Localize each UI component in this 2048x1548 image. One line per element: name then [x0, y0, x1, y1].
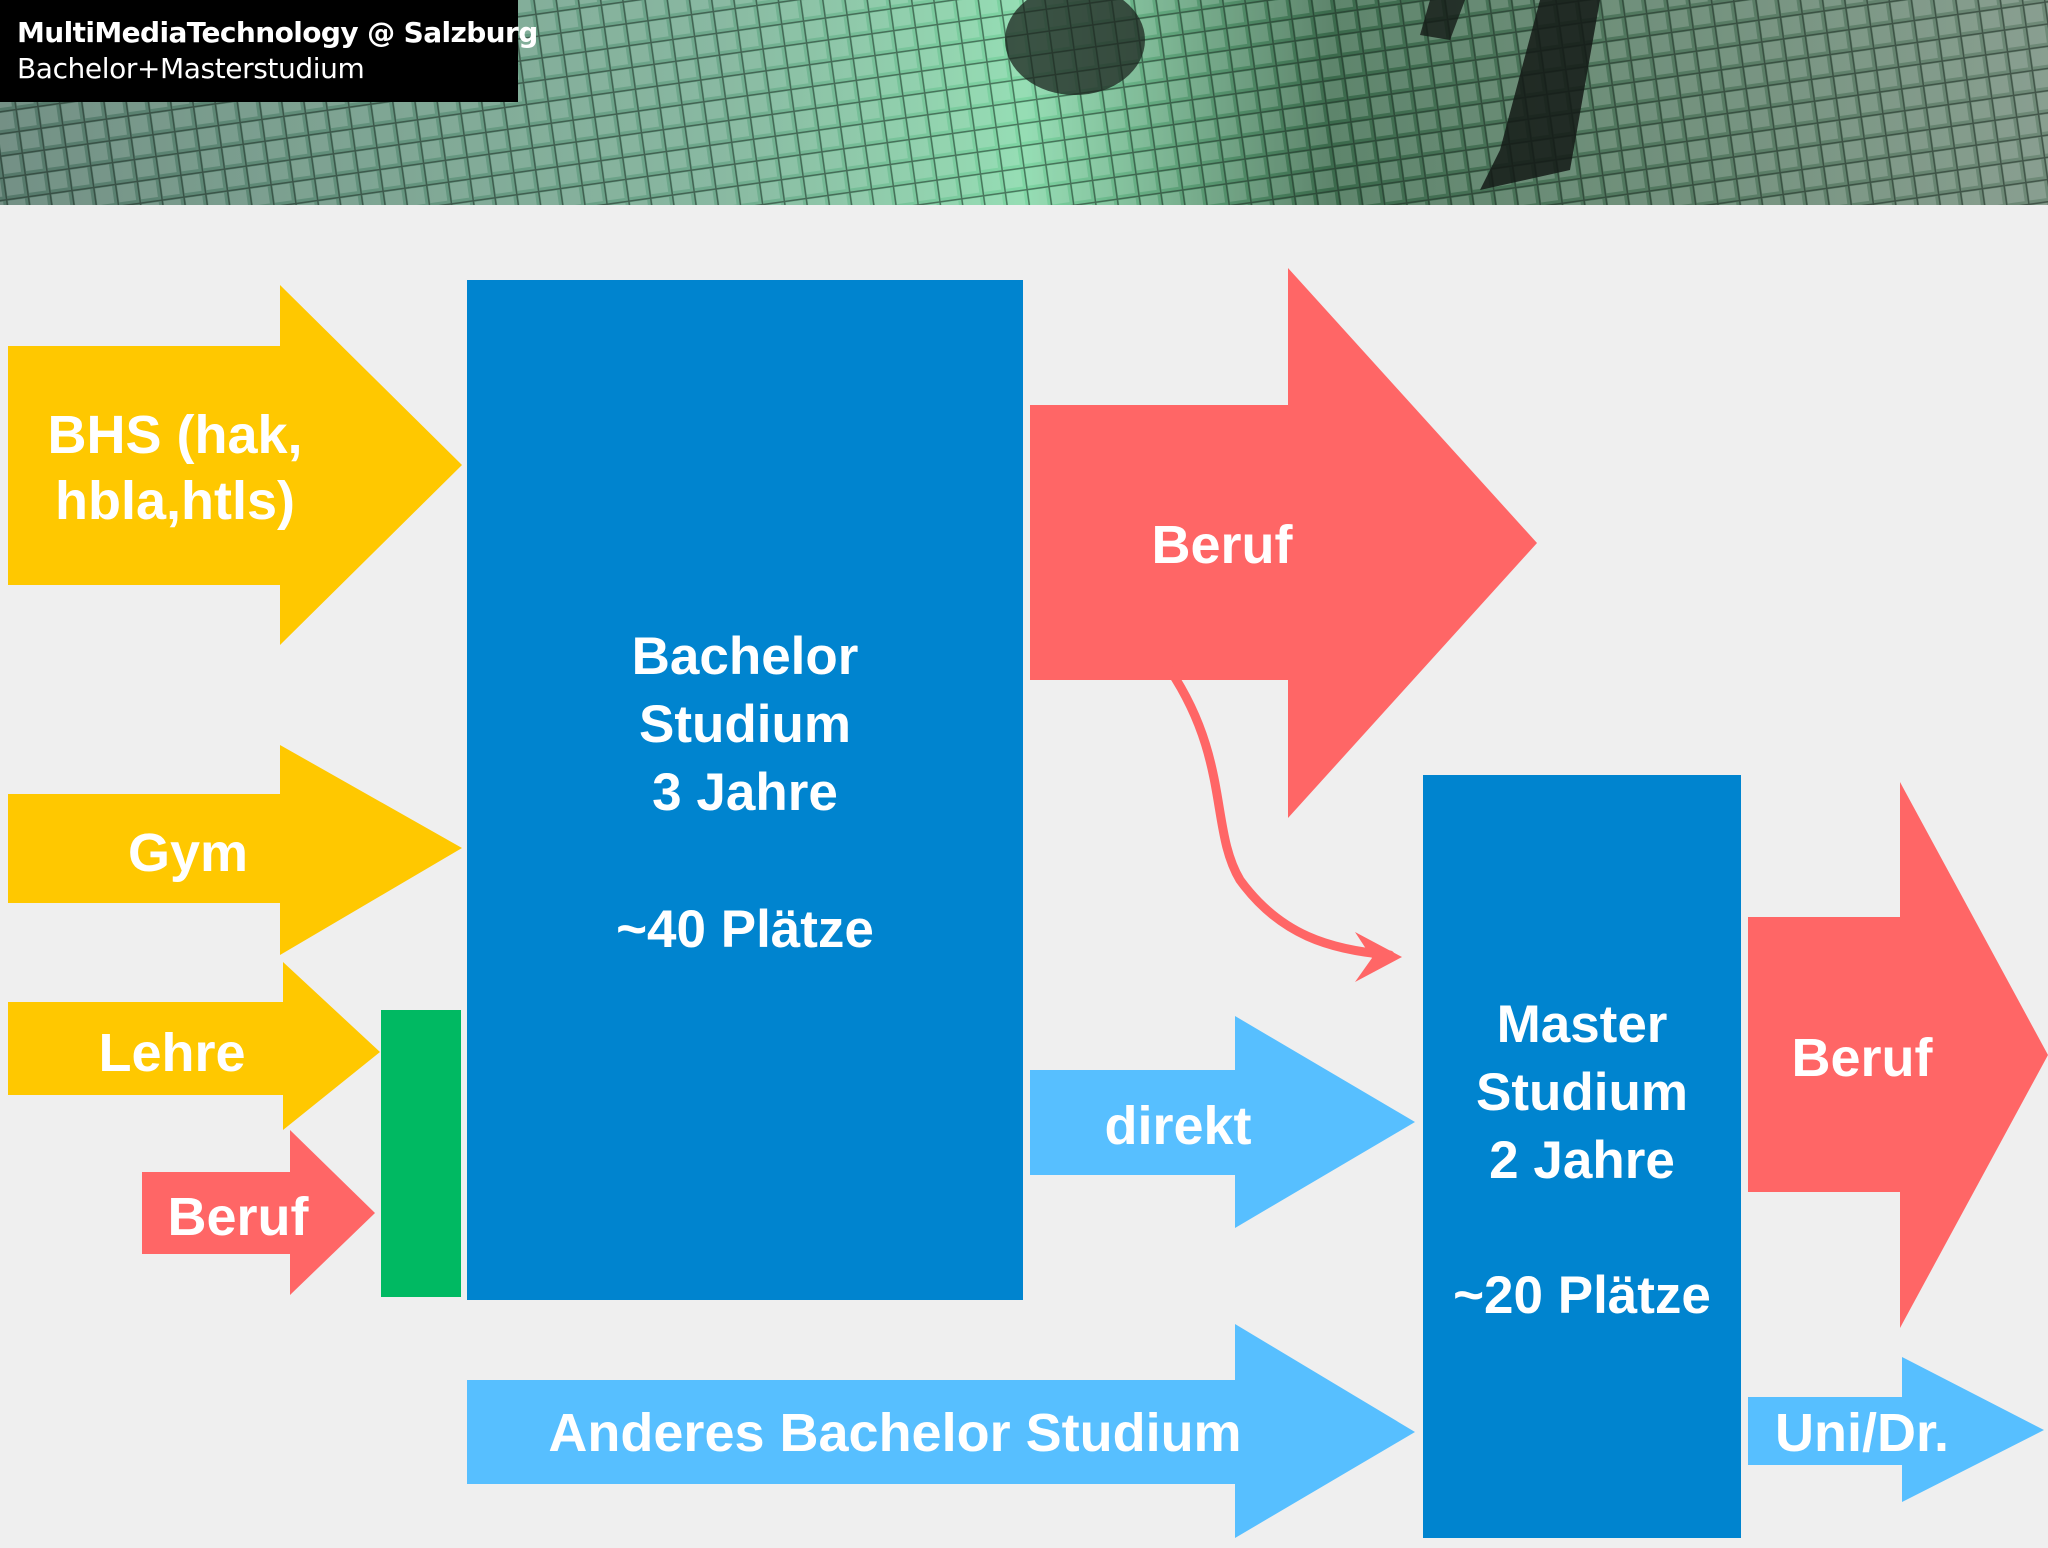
beruf-after-master-label: Beruf	[1791, 1028, 1933, 1088]
beruf-after-master-arrow	[1748, 782, 2048, 1328]
master-box	[1423, 775, 1741, 1538]
anderes-bachelor-arrow	[467, 1324, 1415, 1538]
page-title: MultiMediaTechnology @ Salzburg	[17, 16, 538, 49]
uni-dr-arrow	[1748, 1357, 2044, 1502]
uni-dr-label: Uni/Dr.	[1774, 1403, 1950, 1463]
curve-arrowhead	[1355, 932, 1402, 982]
anderes-bachelor-label: Anderes Bachelor Studium	[548, 1403, 1242, 1463]
bachelor-title: Bachelor Studium 3 Jahre	[631, 627, 859, 822]
direkt-arrow	[1030, 1016, 1415, 1228]
bachelor-places: ~40 Plätze	[616, 900, 874, 959]
gym-arrow	[8, 745, 462, 955]
direkt-label: direkt	[1104, 1096, 1252, 1156]
page-subtitle: Bachelor+Masterstudium	[17, 52, 365, 85]
title-box: MultiMediaTechnology @ Salzburg Bachelor…	[0, 0, 538, 102]
master-title: Master Studium 2 Jahre	[1476, 995, 1688, 1190]
curve-to-master-arrow	[1165, 665, 1395, 960]
master-places: ~20 Plätze	[1453, 1266, 1711, 1325]
bachelor-box	[467, 280, 1023, 1300]
bhs-label: BHS (hak, hbla,htls)	[47, 405, 303, 531]
bhs-arrow	[8, 285, 462, 645]
lehre-label: Lehre	[98, 1023, 246, 1083]
lehre-arrow	[8, 962, 380, 1130]
beruf-after-bachelor-label: Beruf	[1151, 515, 1293, 575]
beruf-after-bachelor-arrow	[1030, 268, 1537, 818]
beruf-input-label: Beruf	[167, 1187, 309, 1247]
gym-label: Gym	[127, 823, 249, 883]
beruf-input-arrow	[142, 1130, 375, 1295]
header-banner: MultiMediaTechnology @ Salzburg Bachelor…	[0, 0, 2048, 205]
green-bridge-bar	[381, 1010, 461, 1297]
